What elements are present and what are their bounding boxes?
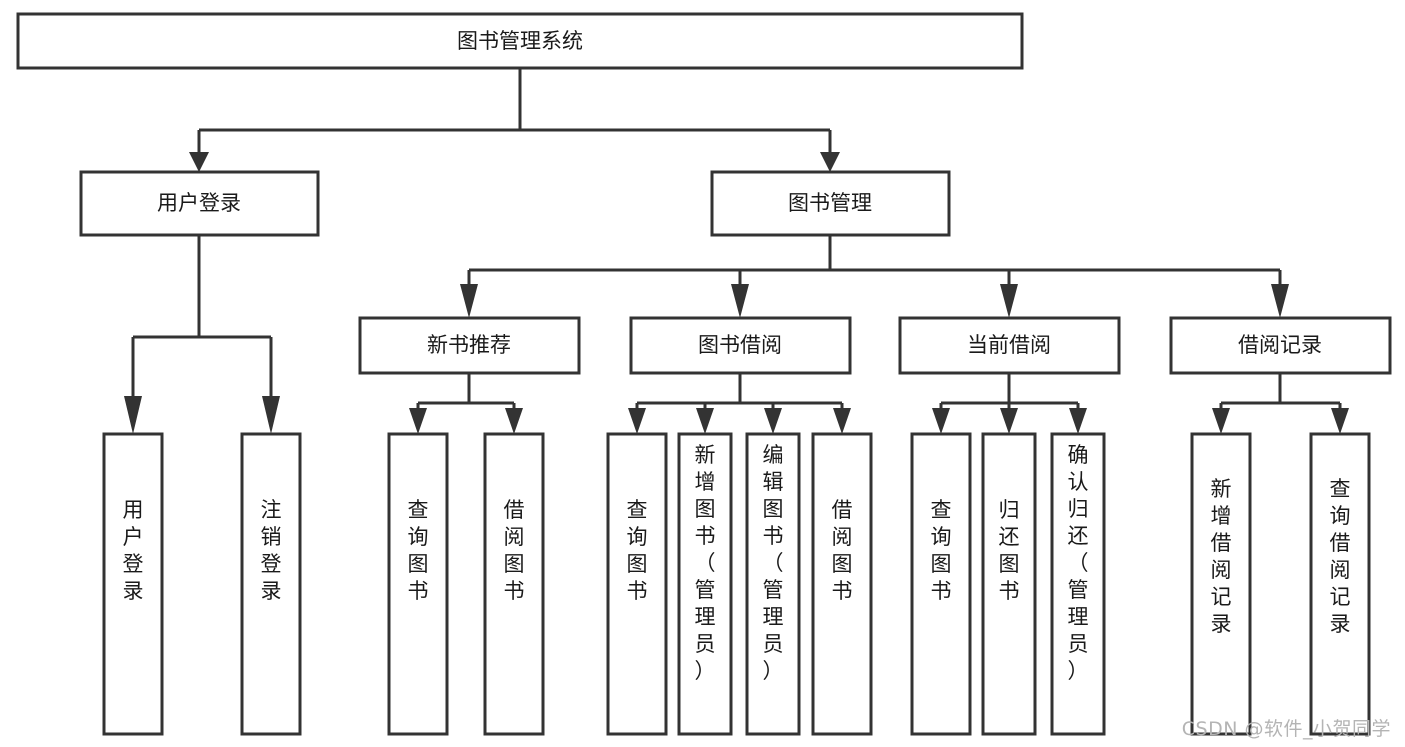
arrow-head-leaf-query-book-3 — [932, 408, 950, 434]
node-leaf-edit-book-box[interactable] — [745, 432, 801, 736]
node-leaf-add-record-box[interactable] — [1190, 432, 1252, 736]
arrow-head-new-book-recommend — [460, 284, 478, 318]
arrow-head-leaf-borrow-book-2 — [833, 408, 851, 434]
node-leaf-query-book-1-box[interactable] — [387, 432, 449, 736]
node-leaf-borrow-book-1-label: 借阅图书 — [504, 498, 525, 603]
arrow-head-book-borrow — [731, 284, 749, 318]
connector-group — [124, 68, 1349, 434]
node-leaf-user-login-label: 用户登录 — [123, 498, 144, 603]
node-root-box[interactable] — [16, 12, 1024, 70]
node-leaf-borrow-book-1-box[interactable] — [483, 432, 545, 736]
node-leaf-query-book-3-label: 查询图书 — [931, 498, 952, 603]
node-leaf-user-login[interactable]: 用户登录 — [102, 432, 164, 736]
node-leaf-query-book-2-label: 查询图书 — [627, 498, 648, 603]
node-current-borrow[interactable]: 当前借阅 — [898, 316, 1121, 375]
node-leaf-user-login-box[interactable] — [102, 432, 164, 736]
node-leaf-borrow-book-1[interactable]: 借阅图书 — [483, 432, 545, 736]
node-leaf-query-book-1[interactable]: 查询图书 — [387, 432, 449, 736]
node-leaf-user-logout-label: 注销登录 — [261, 498, 282, 603]
node-leaf-query-record-label: 查询借阅记录 — [1330, 477, 1351, 636]
node-book-management-box[interactable] — [710, 170, 951, 237]
node-borrow-record-box[interactable] — [1169, 316, 1392, 375]
node-leaf-add-record-label: 新增借阅记录 — [1211, 477, 1232, 636]
node-leaf-add-book-label: 新增图书（管理员） — [695, 443, 716, 683]
arrow-head-leaf-user-login — [124, 396, 142, 434]
arrow-head-leaf-user-logout — [262, 396, 280, 434]
node-leaf-query-book-3[interactable]: 查询图书 — [910, 432, 972, 736]
node-new-book-recommend-label: 新书推荐 — [427, 333, 511, 357]
arrow-head-leaf-borrow-book-1 — [505, 408, 523, 434]
node-root-label: 图书管理系统 — [457, 29, 583, 53]
node-leaf-user-logout[interactable]: 注销登录 — [240, 432, 302, 736]
node-leaf-confirm-return[interactable]: 确认归还（管理员） — [1050, 432, 1106, 736]
node-user-login[interactable]: 用户登录 — [79, 170, 320, 237]
node-leaf-query-record[interactable]: 查询借阅记录 — [1309, 432, 1371, 736]
node-leaf-return-book-label: 归还图书 — [999, 498, 1020, 603]
arrow-head-current-borrow — [1000, 284, 1018, 318]
arrow-head-user-login — [189, 152, 209, 172]
node-leaf-query-book-1-label: 查询图书 — [408, 498, 429, 603]
node-leaf-add-book-box[interactable] — [677, 432, 733, 736]
node-book-management-label: 图书管理 — [788, 191, 872, 215]
arrow-head-leaf-query-book-1 — [409, 408, 427, 434]
arrow-head-leaf-return-book — [1000, 408, 1018, 434]
node-leaf-edit-book[interactable]: 编辑图书（管理员） — [745, 432, 801, 736]
arrow-head-leaf-confirm-return — [1069, 408, 1087, 434]
node-leaf-user-logout-box[interactable] — [240, 432, 302, 736]
node-current-borrow-label: 当前借阅 — [967, 333, 1051, 357]
node-leaf-add-book[interactable]: 新增图书（管理员） — [677, 432, 733, 736]
node-book-management[interactable]: 图书管理 — [710, 170, 951, 237]
node-leaf-borrow-book-2-label: 借阅图书 — [832, 498, 853, 603]
node-book-borrow-label: 图书借阅 — [698, 333, 782, 357]
node-root[interactable]: 图书管理系统 — [16, 12, 1024, 70]
node-leaf-query-book-2[interactable]: 查询图书 — [606, 432, 668, 736]
node-leaf-borrow-book-2-box[interactable] — [811, 432, 873, 736]
node-book-borrow[interactable]: 图书借阅 — [629, 316, 852, 375]
node-leaf-confirm-return-label: 确认归还（管理员） — [1068, 443, 1089, 683]
node-borrow-record[interactable]: 借阅记录 — [1169, 316, 1392, 375]
node-user-login-box[interactable] — [79, 170, 320, 237]
arrow-head-leaf-add-record — [1212, 408, 1230, 434]
arrow-head-leaf-query-record — [1331, 408, 1349, 434]
arrow-head-leaf-edit-book — [764, 408, 782, 434]
node-leaf-return-book[interactable]: 归还图书 — [981, 432, 1037, 736]
arrow-head-leaf-query-book-2 — [628, 408, 646, 434]
node-leaf-return-book-box[interactable] — [981, 432, 1037, 736]
node-current-borrow-box[interactable] — [898, 316, 1121, 375]
node-leaf-query-book-3-box[interactable] — [910, 432, 972, 736]
node-borrow-record-label: 借阅记录 — [1238, 333, 1322, 357]
arrow-head-borrow-record — [1271, 284, 1289, 318]
node-leaf-query-book-2-box[interactable] — [606, 432, 668, 736]
node-leaf-confirm-return-box[interactable] — [1050, 432, 1106, 736]
node-leaf-edit-book-label: 编辑图书（管理员） — [763, 443, 784, 683]
node-user-login-label: 用户登录 — [157, 191, 241, 215]
arrow-head-book-management — [820, 152, 840, 172]
node-new-book-recommend[interactable]: 新书推荐 — [358, 316, 581, 375]
node-new-book-recommend-box[interactable] — [358, 316, 581, 375]
node-leaf-borrow-book-2[interactable]: 借阅图书 — [811, 432, 873, 736]
arrow-head-leaf-add-book — [696, 408, 714, 434]
node-leaf-add-record[interactable]: 新增借阅记录 — [1190, 432, 1252, 736]
node-book-borrow-box[interactable] — [629, 316, 852, 375]
node-leaf-query-record-box[interactable] — [1309, 432, 1371, 736]
